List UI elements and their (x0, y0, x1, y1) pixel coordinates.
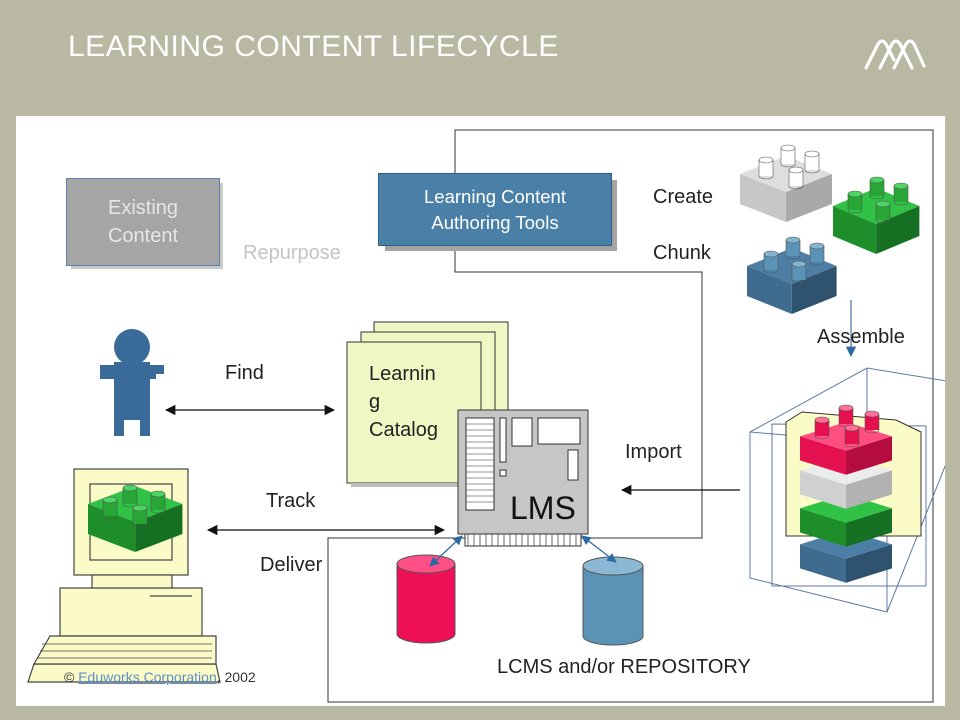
label-chunk: Chunk (653, 242, 711, 264)
diagram-panel: Existing Content Learning Content Author… (16, 116, 945, 706)
copyright-prefix: © (64, 669, 79, 685)
content-block-icon (833, 176, 920, 254)
lms-label: LMS (510, 490, 576, 526)
db-link-right (581, 535, 617, 563)
label-find: Find (225, 362, 264, 384)
logo-icon (864, 39, 926, 70)
label-create: Create (653, 186, 714, 208)
diagram-canvas (27, 129, 945, 703)
label-track: Track (266, 490, 316, 512)
label-deliver: Deliver (260, 554, 323, 576)
label-repository: LCMS and/or REPOSITORY (497, 656, 751, 678)
eduworks-link[interactable]: Eduworks Corporation (78, 669, 217, 685)
flow-outline (327, 129, 934, 703)
page-title: LEARNING CONTENT LIFECYCLE (68, 30, 559, 63)
copyright-suffix: , 2002 (216, 669, 256, 685)
db-link-left (429, 535, 463, 567)
copyright-notice: © Eduworks Corporation, 2002 (64, 669, 256, 685)
database-icon (396, 554, 644, 646)
lms-server-icon (457, 409, 589, 547)
label-repurpose: Repurpose (243, 242, 341, 264)
content-block-icon (740, 144, 832, 222)
label-import: Import (625, 441, 682, 463)
authoring-tools-box: Learning Content Authoring Tools (378, 173, 612, 246)
package-icon (749, 367, 945, 613)
content-block-icon (747, 236, 837, 314)
label-assemble: Assemble (817, 326, 905, 348)
existing-content-box: Existing Content (66, 178, 220, 266)
catalog-label: Learnin g Catalog (369, 363, 438, 441)
person-icon (100, 329, 164, 436)
